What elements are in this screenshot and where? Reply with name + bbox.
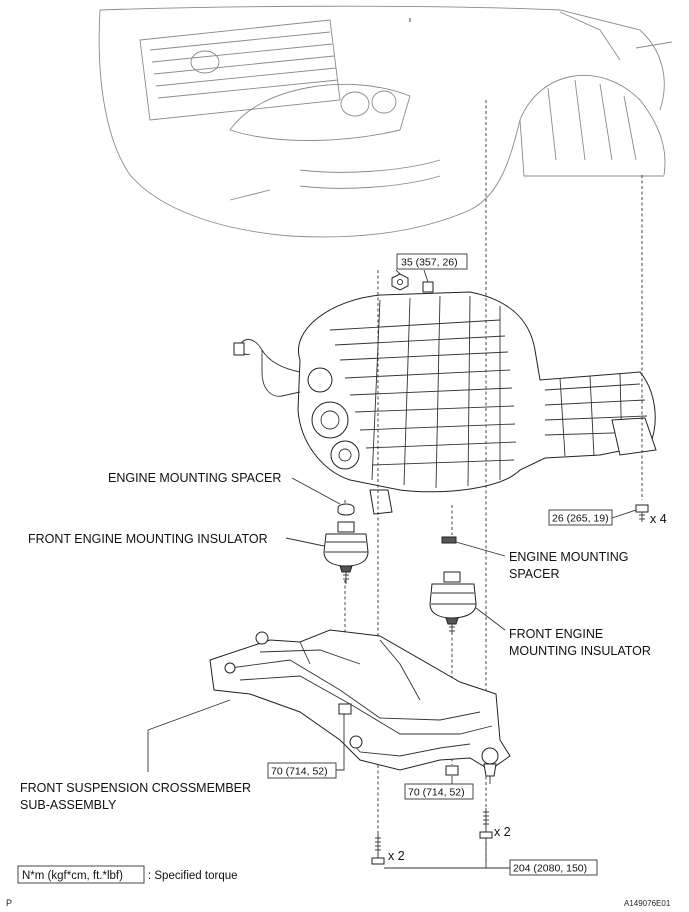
multiplier-bolt-right: x 2 xyxy=(494,825,511,839)
multiplier-bolt-left: x 2 xyxy=(388,849,405,863)
bottom-bolt-right xyxy=(479,808,493,839)
torque-box-trans-bolt: 26 (265, 19) x 4 xyxy=(548,509,667,526)
torque-left-nut: 70 (714, 52) xyxy=(271,766,328,778)
torque-trans-bolt: 26 (265, 19) xyxy=(552,513,609,525)
front-suspension-crossmember xyxy=(209,629,511,784)
legend: N*m (kgf*cm, ft.*lbf) : Specified torque xyxy=(17,865,238,884)
label-engine-mounting-spacer-right-line2: SPACER xyxy=(509,567,559,581)
label-engine-mounting-spacer-right-line1: ENGINE MOUNTING xyxy=(509,550,628,564)
top-nut xyxy=(391,273,409,291)
label-front-engine-mounting-insulator-right-line1: FRONT ENGINE xyxy=(509,627,603,641)
legend-description: : Specified torque xyxy=(148,870,238,882)
torque-right-nut: 70 (714, 52) xyxy=(408,787,465,799)
engine-mounting-spacer-left xyxy=(337,503,355,516)
multiplier-trans-bolt: x 4 xyxy=(650,512,667,526)
label-front-suspension-crossmember-line1: FRONT SUSPENSION CROSSMEMBER xyxy=(20,781,251,795)
transmission-bolt xyxy=(635,504,649,522)
corner-mark-right: A149076E01 xyxy=(624,899,671,908)
engine-transmission-assembly xyxy=(233,291,657,515)
label-front-suspension-crossmember-line2: SUB-ASSEMBLY xyxy=(20,798,117,812)
vehicle-body-outline xyxy=(98,5,673,238)
bottom-bolt-left xyxy=(371,834,385,865)
crossmember-nut-left xyxy=(338,703,352,715)
torque-top-nut: 35 (357, 26) xyxy=(401,257,458,269)
corner-mark-left: P xyxy=(6,898,12,908)
label-front-engine-mounting-insulator-right-line2: MOUNTING INSULATOR xyxy=(509,644,651,658)
torque-box-right-nut: 70 (714, 52) xyxy=(404,783,474,800)
top-cap xyxy=(422,281,434,293)
crossmember-nut-right xyxy=(445,765,459,776)
engine-mounting-spacer-right xyxy=(441,536,457,544)
front-engine-mounting-insulator-left xyxy=(323,521,369,584)
torque-bottom-bolts: 204 (2080, 150) xyxy=(513,863,587,875)
label-front-engine-mounting-insulator-left: FRONT ENGINE MOUNTING INSULATOR xyxy=(28,532,268,546)
front-engine-mounting-insulator-right xyxy=(429,571,477,634)
torque-box-top-nut: 35 (357, 26) xyxy=(396,253,468,270)
label-engine-mounting-spacer-left: ENGINE MOUNTING SPACER xyxy=(108,471,281,485)
torque-box-bottom-bolts: 204 (2080, 150) xyxy=(509,859,598,876)
torque-box-left-nut: 70 (714, 52) xyxy=(267,762,337,779)
leader-lines xyxy=(147,18,637,869)
legend-unit: N*m (kgf*cm, ft.*lbf) xyxy=(22,870,123,882)
